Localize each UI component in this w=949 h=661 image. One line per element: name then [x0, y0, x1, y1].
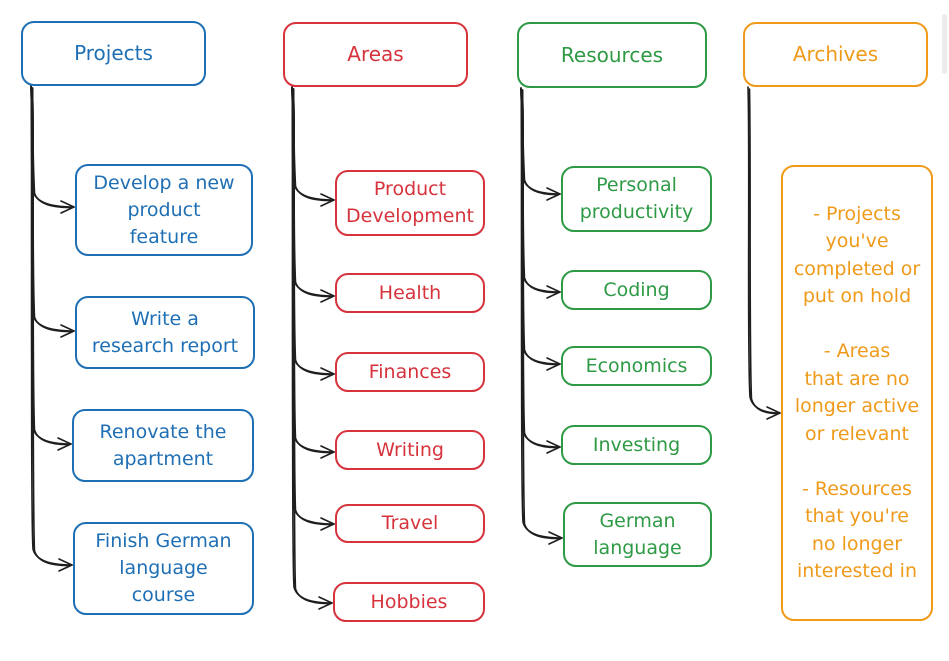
areas-arrowhead-3 [320, 367, 336, 381]
areas-connector-3 [291, 86, 336, 381]
area-item-health[interactable]: Health [335, 273, 485, 313]
areas-arrowhead-1 [320, 193, 336, 207]
areas-arrowhead-5 [320, 517, 336, 531]
resources-arrowhead-5 [548, 531, 564, 545]
scrollbar-edge [942, 14, 947, 74]
resources-connector-3 [520, 87, 562, 371]
areas-arrowhead-2 [320, 289, 336, 303]
areas-arrowhead-6 [318, 596, 334, 610]
areas-connector-5 [291, 86, 336, 531]
resources-arrowhead-4 [546, 440, 562, 454]
resource-item-investing[interactable]: Investing [561, 425, 712, 465]
areas-connector-4 [291, 86, 336, 459]
projects-header[interactable]: Projects [21, 21, 206, 86]
project-item-research-report[interactable]: Write a research report [75, 296, 255, 369]
project-item-new-feature[interactable]: Develop a new product feature [75, 164, 253, 256]
projects-connector-4 [30, 85, 74, 572]
resources-arrowhead-3 [546, 357, 562, 371]
resource-item-coding[interactable]: Coding [561, 270, 712, 310]
resources-arrowhead-2 [546, 285, 562, 299]
resource-item-economics[interactable]: Economics [561, 346, 712, 386]
areas-connector-6 [291, 86, 334, 610]
projects-arrowhead-1 [60, 200, 76, 214]
resources-connector-4 [520, 87, 562, 454]
resource-item-personal-productivity[interactable]: Personal productivity [561, 166, 712, 232]
area-item-hobbies[interactable]: Hobbies [333, 582, 485, 622]
areas-connector-2 [291, 86, 336, 303]
area-item-writing[interactable]: Writing [335, 430, 485, 470]
area-item-finances[interactable]: Finances [335, 352, 485, 392]
project-item-german-course[interactable]: Finish German language course [73, 522, 254, 615]
project-item-renovate-apartment[interactable]: Renovate the apartment [72, 409, 254, 482]
resources-header[interactable]: Resources [517, 22, 707, 88]
areas-header[interactable]: Areas [283, 22, 468, 87]
archives-connector-1 [747, 86, 782, 420]
archives-header[interactable]: Archives [743, 22, 928, 87]
projects-arrowhead-3 [57, 437, 73, 451]
resources-arrowhead-1 [546, 187, 562, 201]
projects-arrowhead-2 [60, 324, 76, 338]
projects-connector-2 [30, 85, 76, 338]
areas-arrowhead-4 [320, 445, 336, 459]
area-item-product-development[interactable]: Product Development [335, 170, 485, 236]
areas-connector-1 [291, 86, 336, 207]
area-item-travel[interactable]: Travel [335, 504, 485, 543]
projects-arrowhead-4 [58, 558, 74, 572]
archives-note[interactable]: - Projects you've completed or put on ho… [781, 165, 933, 621]
resources-connector-1 [520, 87, 562, 201]
archives-arrowhead-1 [766, 406, 782, 420]
resource-item-german-language[interactable]: German language [563, 502, 712, 567]
projects-connector-3 [30, 85, 73, 451]
resources-connector-5 [520, 87, 564, 545]
projects-connector-1 [30, 85, 76, 214]
